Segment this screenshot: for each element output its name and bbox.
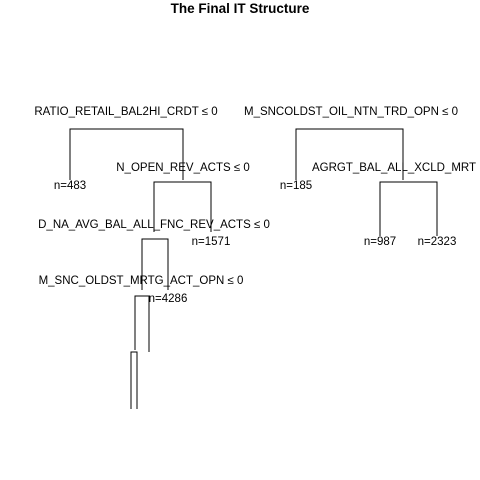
edge-msnc-split <box>134 295 150 352</box>
leaf-label-2323: n=2323 <box>418 236 457 248</box>
edge-root-split <box>69 128 184 180</box>
diagram-title: The Final IT Structure <box>171 1 310 16</box>
tree-edges <box>69 128 438 409</box>
split-label-msnc: M_SNC_OLDST_MRTG_ACT_OPN ≤ 0 <box>39 275 244 287</box>
split-label-dna: D_NA_AVG_BAL_ALL_FNC_REV_ACTS ≤ 0 <box>38 219 270 231</box>
edge-agrgt-split <box>379 181 438 236</box>
leaf-label-987: n=987 <box>364 236 396 248</box>
leaf-label-4286: n=4286 <box>149 293 188 305</box>
edge-right-split <box>295 128 404 180</box>
split-label-root: RATIO_RETAIL_BAL2HI_CRDT ≤ 0 <box>34 106 217 118</box>
edge-nopen-split <box>153 181 212 232</box>
edge-deep-split <box>130 351 138 409</box>
leaf-label-1571: n=1571 <box>192 236 231 248</box>
split-label-agrgt: AGRGT_BAL_ALL_XCLD_MRT <box>312 162 476 174</box>
leaf-label-483: n=483 <box>54 180 86 192</box>
leaf-label-185: n=185 <box>280 180 312 192</box>
edge-dna-split <box>141 238 169 290</box>
split-label-nopen: N_OPEN_REV_ACTS ≤ 0 <box>116 162 250 174</box>
split-label-right: M_SNCOLDST_OIL_NTN_TRD_OPN ≤ 0 <box>244 106 458 118</box>
